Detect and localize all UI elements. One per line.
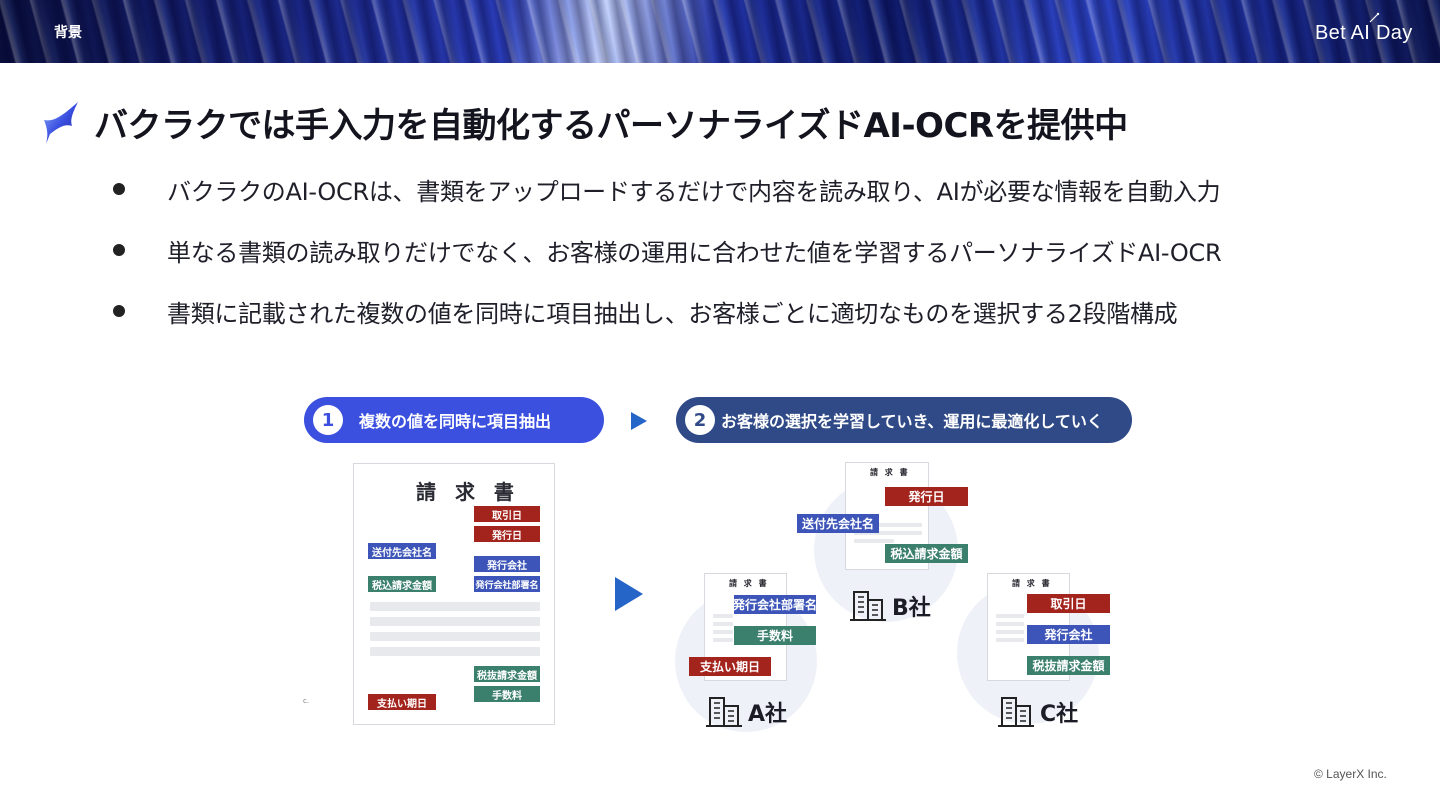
bullet-text: 書類に記載された複数の値を同時に項目抽出し、お客様ごとに適切なものを選択する2段… [167, 300, 1178, 328]
step2-number: 2 [685, 405, 715, 435]
company-b-tag-3: 税込請求金額 [885, 544, 968, 563]
invoice-document: 請 求 書 取引日 発行日 送付先会社名 発行会社 税込請求金額 発行会社部署名… [353, 463, 555, 725]
building-icon [850, 591, 886, 621]
company-a-tag-3: 支払い期日 [689, 657, 771, 676]
building-icon [998, 697, 1034, 727]
banner-shadow-stripes [0, 0, 1440, 63]
arrow-right-icon [631, 412, 647, 430]
company-a-name: A社 [748, 702, 788, 727]
brand-logo: Bet AI Day [1315, 22, 1413, 44]
company-b-label: B社 [850, 590, 931, 622]
text-line [854, 523, 922, 527]
tag-busho: 発行会社部署名 [474, 576, 540, 592]
company-c-tag-2: 発行会社 [1027, 625, 1110, 644]
text-line [370, 632, 540, 641]
text-line [996, 630, 1024, 634]
text-line [370, 647, 540, 656]
company-b-tag-2: 送付先会社名 [797, 514, 879, 533]
small-note: c. [303, 697, 310, 705]
company-a-tag-1: 発行会社部署名 [733, 595, 817, 614]
tag-torihikibi: 取引日 [474, 506, 540, 522]
invoice-title: 請 求 書 [416, 480, 520, 504]
copyright: © LayerX Inc. [1314, 767, 1387, 781]
text-line [996, 614, 1024, 618]
text-line [370, 602, 540, 611]
text-line [713, 638, 733, 642]
bullet-dot [113, 183, 125, 195]
star-icon [44, 102, 78, 144]
company-a-doc-title: 請 求 書 [729, 579, 769, 588]
bullet-dot [113, 305, 125, 317]
tag-shiharai: 支払い期日 [368, 694, 436, 710]
company-b-name: B社 [892, 596, 931, 621]
page-title: バクラクでは手入力を自動化するパーソナライズドAI-OCRを提供中 [94, 106, 1128, 146]
tag-sofusaki: 送付先会社名 [368, 543, 436, 559]
text-line [713, 630, 733, 634]
building-icon [706, 697, 742, 727]
company-a-tag-2: 手数料 [734, 626, 816, 645]
company-c-tag-1: 取引日 [1027, 594, 1110, 613]
bullet-item: 書類に記載された複数の値を同時に項目抽出し、お客様ごとに適切なものを選択する2段… [110, 294, 1221, 355]
company-c-doc-title: 請 求 書 [1012, 579, 1052, 588]
step1-pill: 1 複数の値を同時に項目抽出 [304, 397, 604, 443]
step2-pill: 2 お客様の選択を学習していき、運用に最適化していく [676, 397, 1132, 443]
company-b-tag-1: 発行日 [885, 487, 968, 506]
company-c-tag-3: 税抜請求金額 [1027, 656, 1110, 675]
company-c-label: C社 [998, 696, 1078, 728]
bullet-item: 単なる書類の読み取りだけでなく、お客様の運用に合わせた値を学習するパーソナライズ… [110, 233, 1222, 294]
step1-number: 1 [313, 405, 343, 435]
section-label: 背景 [54, 25, 82, 41]
tag-hakkogaisha: 発行会社 [474, 556, 540, 572]
company-a-label: A社 [706, 696, 787, 728]
sparkle-icon [1369, 12, 1380, 23]
arrow-right-large-icon [615, 577, 643, 611]
text-line [854, 531, 922, 535]
tag-zeikomi: 税込請求金額 [368, 576, 436, 592]
step2-label: お客様の選択を学習していき、運用に最適化していく [721, 412, 1103, 431]
text-line [854, 539, 894, 543]
text-line [996, 638, 1024, 642]
text-line [713, 622, 733, 626]
bullet-text: 単なる書類の読み取りだけでなく、お客様の運用に合わせた値を学習するパーソナライズ… [167, 239, 1222, 267]
company-b-doc-title: 請 求 書 [870, 468, 910, 477]
tag-zeinuki: 税抜請求金額 [474, 666, 540, 682]
bullet-text: バクラクのAI-OCRは、書類をアップロードするだけで内容を読み取り、AIが必要… [167, 178, 1221, 206]
text-line [370, 617, 540, 626]
text-line [996, 622, 1024, 626]
banner-stripes [0, 0, 1440, 63]
text-line [713, 614, 733, 618]
bullet-item: バクラクのAI-OCRは、書類をアップロードするだけで内容を読み取り、AIが必要… [110, 172, 1221, 233]
tag-hakkobi: 発行日 [474, 526, 540, 542]
company-c-name: C社 [1040, 702, 1079, 727]
bullet-list: バクラクのAI-OCRは、書類をアップロードするだけで内容を読み取り、AIが必要… [110, 172, 1222, 355]
tag-tesuryo: 手数料 [474, 686, 540, 702]
step1-label: 複数の値を同時に項目抽出 [359, 412, 552, 431]
header-banner: 背景 Bet AI Day [0, 0, 1440, 63]
bullet-dot [113, 244, 125, 256]
